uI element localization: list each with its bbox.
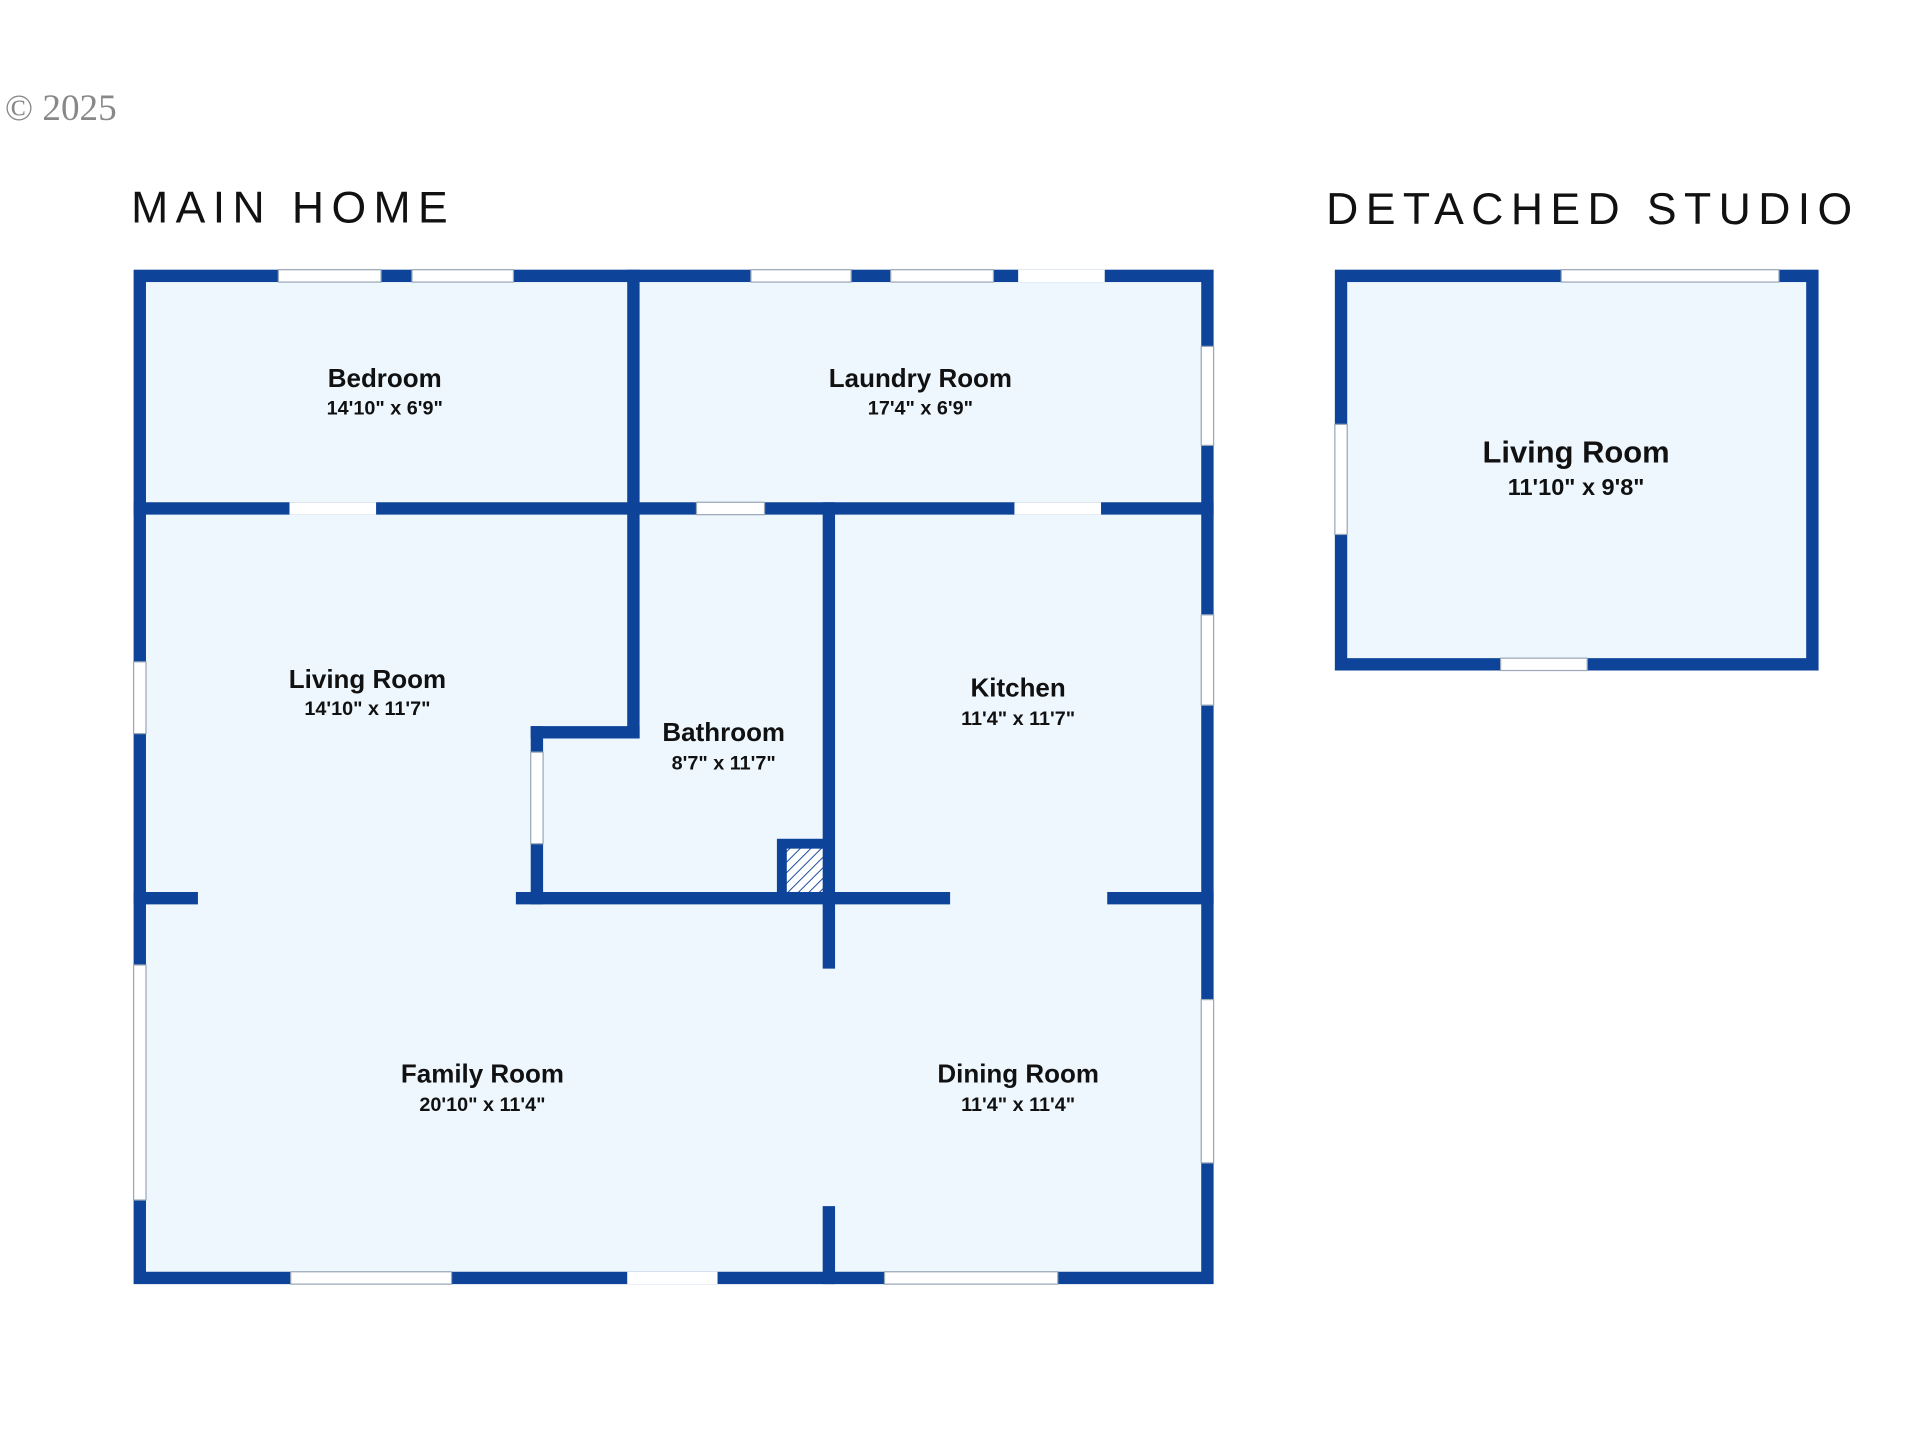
svg-text:11'4" x 11'4": 11'4" x 11'4" [961,1094,1075,1116]
main-home-plan: Bedroom 14'10" x 6'9" Laundry Room 17'4"… [132,269,1215,1285]
window [1200,614,1215,706]
copyright: © 2025 [5,88,117,129]
svg-text:Living Room: Living Room [1483,435,1670,470]
svg-text:17'4" x 6'9": 17'4" x 6'9" [868,397,973,419]
window [1500,657,1588,672]
svg-text:Family Room: Family Room [401,1058,564,1088]
room-bathroom: Bathroom 8'7" x 11'7" [662,717,785,774]
chimney-hatch [786,848,823,892]
svg-text:Kitchen: Kitchen [971,672,1066,702]
room-laundry: Laundry Room 17'4" x 6'9" [829,363,1012,419]
opening [1560,269,1780,283]
svg-text:Bathroom: Bathroom [662,717,785,747]
svg-text:14'10" x 6'9": 14'10" x 6'9" [327,397,443,419]
svg-text:Laundry Room: Laundry Room [829,363,1012,393]
window [1200,345,1215,446]
opening [1334,423,1348,536]
svg-text:8'7" x 11'7": 8'7" x 11'7" [672,752,776,774]
room-living: Living Room 14'10" x 11'7" [289,664,446,720]
window [530,751,544,845]
room-kitchen: Kitchen 11'4" x 11'7" [961,672,1075,729]
svg-text:20'10" x 11'4": 20'10" x 11'4" [419,1094,545,1116]
opening [1014,502,1102,515]
svg-text:11'10" x 9'8": 11'10" x 9'8" [1508,474,1645,500]
opening [627,1271,718,1285]
window [750,269,852,283]
opening [289,502,377,515]
detached-studio-title: DETACHED STUDIO [1326,185,1859,234]
main-home-title: MAIN HOME [131,184,455,233]
room-family: Family Room 20'10" x 11'4" [401,1058,564,1115]
svg-text:Dining Room: Dining Room [937,1058,1099,1088]
window [132,661,147,735]
window [277,269,382,283]
studio-plan: Living Room 11'10" x 9'8" [1334,269,1819,672]
svg-text:Living Room: Living Room [289,664,446,694]
window [290,1271,453,1285]
room-studio-living: Living Room 11'10" x 9'8" [1483,435,1670,500]
window [1200,998,1215,1164]
svg-text:11'4" x 11'7": 11'4" x 11'7" [961,708,1075,730]
window [695,501,766,516]
window [132,964,147,1201]
room-dining: Dining Room 11'4" x 11'4" [937,1058,1099,1115]
window [883,1271,1059,1285]
svg-text:14'10" x 11'7": 14'10" x 11'7" [304,698,430,720]
window [890,269,995,283]
window [411,269,515,283]
opening [1018,269,1105,283]
svg-text:Bedroom: Bedroom [328,363,442,393]
room-bedroom: Bedroom 14'10" x 6'9" [327,363,443,419]
